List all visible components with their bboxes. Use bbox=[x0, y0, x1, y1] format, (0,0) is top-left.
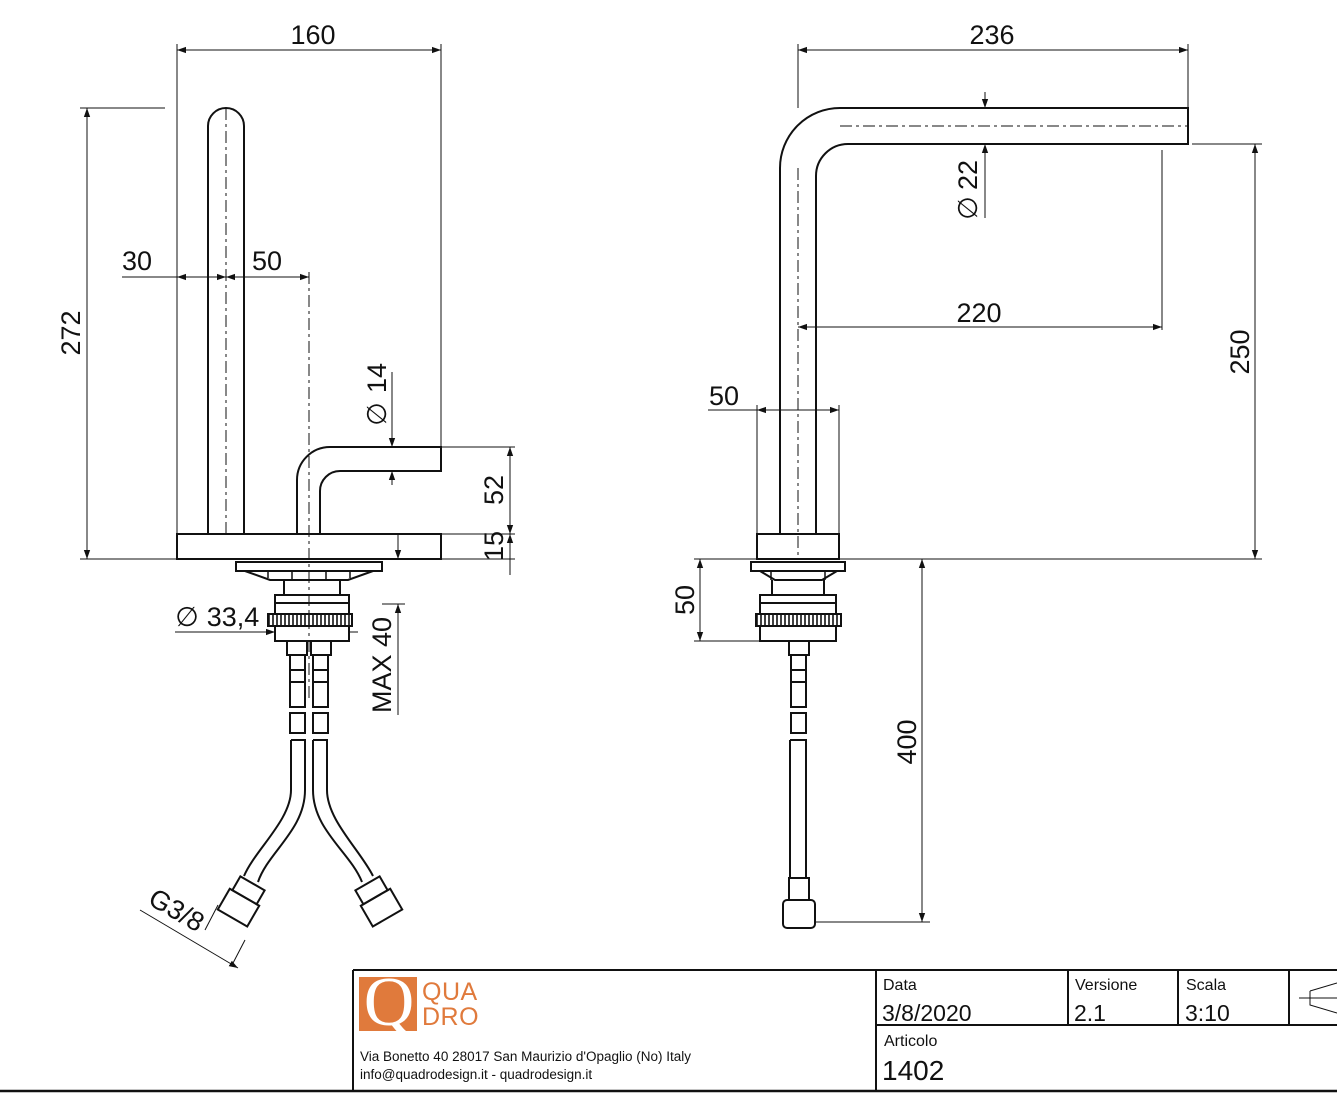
front-flange bbox=[235, 561, 383, 572]
scale-label: Scala bbox=[1186, 977, 1226, 994]
side-base bbox=[756, 533, 840, 560]
dim-52: 52 bbox=[479, 475, 509, 505]
dim-50-side-width: 50 bbox=[709, 381, 739, 411]
dim-30: 30 bbox=[122, 246, 152, 276]
version-label: Versione bbox=[1075, 977, 1137, 994]
date-label: Data bbox=[883, 977, 917, 994]
dim-50-side-shank: 50 bbox=[670, 585, 700, 615]
version-value: 2.1 bbox=[1074, 1000, 1106, 1026]
side-dimension-labels: 236 ∅ 22 220 250 50 50 400 bbox=[670, 20, 1255, 765]
dim-max-40: MAX 40 bbox=[367, 617, 397, 713]
side-lock-nut bbox=[755, 613, 842, 627]
logo-line2: DRO bbox=[422, 1003, 479, 1031]
date-value: 3/8/2020 bbox=[882, 1000, 972, 1026]
article-label: Articolo bbox=[884, 1033, 937, 1050]
quadro-logo: Q QUA DRO bbox=[359, 964, 479, 1041]
front-lock-nut bbox=[267, 613, 353, 627]
dim-250: 250 bbox=[1225, 329, 1255, 374]
front-dimensions bbox=[80, 44, 515, 969]
dim-diameter-14: 14 bbox=[362, 363, 392, 393]
projection-symbol-icon bbox=[1299, 982, 1337, 1014]
dim-50-front: 50 bbox=[252, 246, 282, 276]
front-hose-right bbox=[312, 739, 374, 883]
article-value: 1402 bbox=[882, 1055, 944, 1086]
company-address: Via Bonetto 40 28017 San Maurizio d'Opag… bbox=[360, 1049, 691, 1064]
logo-square bbox=[359, 977, 417, 1031]
diameter-symbol-33: ∅ bbox=[175, 602, 199, 632]
dim-g3-8: G3/8 bbox=[144, 883, 210, 938]
company-contacts: info@quadrodesign.it - quadrodesign.it bbox=[360, 1067, 592, 1082]
dim-diameter-22: 22 bbox=[953, 160, 983, 190]
dim-220: 220 bbox=[956, 298, 1001, 328]
front-lever bbox=[296, 446, 442, 534]
front-view bbox=[176, 107, 442, 928]
diameter-symbol-14: ∅ bbox=[362, 402, 392, 426]
diameter-symbol-22: ∅ bbox=[953, 196, 983, 220]
side-view bbox=[750, 107, 1189, 929]
title-block bbox=[0, 969, 1337, 1093]
dim-160: 160 bbox=[290, 20, 335, 50]
dim-236: 236 bbox=[969, 20, 1014, 50]
front-dimension-labels: 160 272 30 50 14 ∅ 52 15 ∅ 33,4 MAX 40 G… bbox=[56, 20, 509, 938]
dim-400: 400 bbox=[892, 719, 922, 764]
side-spout bbox=[779, 107, 1189, 534]
side-dimensions bbox=[694, 44, 1262, 923]
dim-272: 272 bbox=[56, 310, 86, 355]
logo-line1: QUA bbox=[422, 978, 478, 1006]
dim-15: 15 bbox=[479, 531, 509, 561]
front-hose-left bbox=[243, 739, 306, 883]
dim-diameter-33-4: 33,4 bbox=[207, 602, 260, 632]
scale-value: 3:10 bbox=[1185, 1000, 1230, 1026]
side-hose bbox=[789, 739, 807, 878]
front-base-plate bbox=[176, 533, 442, 560]
logo-letter: Q bbox=[364, 964, 415, 1041]
